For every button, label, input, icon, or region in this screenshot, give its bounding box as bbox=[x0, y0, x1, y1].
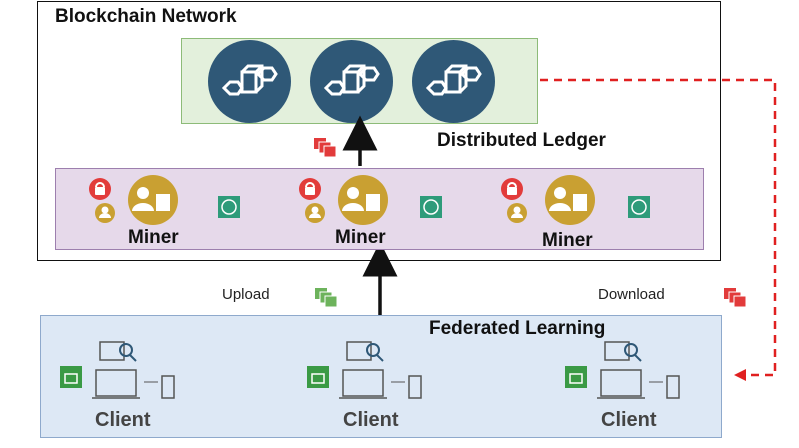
blockchain-cube-icon bbox=[412, 40, 495, 123]
federated-learning-title: Federated Learning bbox=[429, 318, 606, 339]
miner-user-icon bbox=[501, 175, 650, 225]
laptop-icon bbox=[565, 341, 680, 399]
miner-user-icon bbox=[299, 175, 442, 225]
laptop-icon bbox=[307, 341, 422, 399]
blockchain-network-title: Blockchain Network bbox=[55, 6, 237, 27]
miner-label: Miner bbox=[128, 227, 179, 248]
distributed-ledger-box bbox=[181, 38, 538, 124]
document-stack-icon bbox=[314, 138, 337, 158]
download-arrowhead bbox=[734, 369, 746, 381]
upload-label: Upload bbox=[222, 286, 270, 303]
blockchain-cube-icon bbox=[310, 40, 393, 123]
distributed-ledger-label: Distributed Ledger bbox=[437, 130, 606, 151]
document-stack-icon bbox=[724, 288, 747, 308]
client-label: Client bbox=[95, 409, 151, 431]
client-label: Client bbox=[601, 409, 657, 431]
miner-user-icon bbox=[89, 175, 240, 225]
document-stack-icon bbox=[315, 288, 338, 308]
miner-label: Miner bbox=[335, 227, 386, 248]
laptop-icon bbox=[60, 341, 175, 399]
blockchain-cube-icon bbox=[208, 40, 291, 123]
download-label: Download bbox=[598, 286, 665, 303]
miner-label: Miner bbox=[542, 230, 593, 251]
federated-learning-box bbox=[40, 315, 722, 438]
client-label: Client bbox=[343, 409, 399, 431]
download-dashed-arrow bbox=[540, 78, 777, 377]
